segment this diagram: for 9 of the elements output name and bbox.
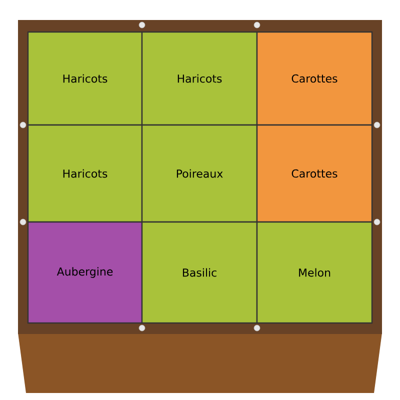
garden-plot: Aubergine xyxy=(27,221,143,324)
garden-plot: Melon xyxy=(256,221,373,324)
garden-plot: Carottes xyxy=(256,124,373,223)
garden-plot: Poireaux xyxy=(141,124,258,223)
garden-plot: Haricots xyxy=(141,31,258,126)
garden-plot: Carottes xyxy=(256,31,373,126)
garden-plot: Haricots xyxy=(27,124,143,223)
garden-plot: Haricots xyxy=(27,31,143,126)
garden-plot: Basilic xyxy=(141,221,258,324)
